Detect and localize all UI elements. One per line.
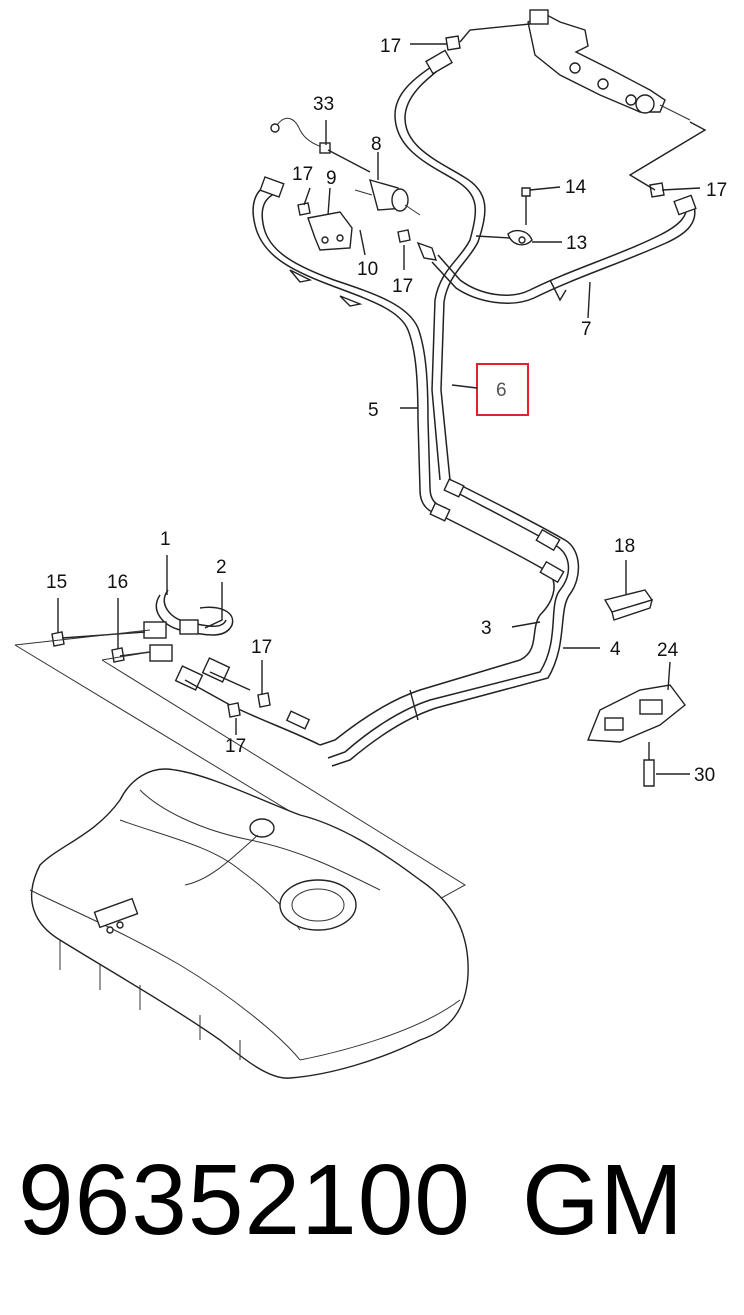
- callout-10: 10: [357, 259, 378, 280]
- callout-5: 5: [368, 400, 379, 421]
- callout-17-a: 17: [292, 164, 313, 185]
- sensor-33: [270, 117, 371, 173]
- callout-16: 16: [107, 572, 128, 593]
- callout-8: 8: [371, 134, 382, 155]
- callout-17-d: 17: [225, 736, 246, 757]
- callout-7: 7: [581, 319, 592, 340]
- pipe-5: [252, 176, 447, 516]
- callout-17-c: 17: [251, 637, 272, 658]
- clips-17-upper: [297, 182, 665, 261]
- assembly-outline: [14, 629, 466, 941]
- callout-14: 14: [565, 177, 587, 198]
- callout-17-top: 17: [380, 36, 401, 57]
- callout-4: 4: [610, 639, 621, 660]
- callout-9: 9: [326, 168, 337, 189]
- callout-6: 6: [496, 380, 507, 401]
- fuel-tank: [29, 768, 469, 1079]
- callout-17-right: 17: [706, 180, 727, 201]
- brand-label: GM: [522, 1144, 684, 1256]
- bolt-30: [643, 742, 690, 787]
- callout-18: 18: [614, 536, 635, 557]
- upper-leaders: [303, 120, 707, 319]
- callout-1: 1: [160, 529, 171, 550]
- connector-cluster: [51, 555, 321, 746]
- callout-2: 2: [216, 557, 227, 578]
- bracket-9: [307, 211, 353, 251]
- part-number-label: 96352100: [18, 1144, 471, 1256]
- clip-18: [603, 560, 654, 621]
- callout-33: 33: [313, 94, 334, 115]
- callout-15: 15: [46, 572, 67, 593]
- callout-30: 30: [694, 765, 715, 786]
- callout-24: 24: [657, 640, 679, 661]
- callout-17-b: 17: [392, 276, 413, 297]
- callout-3: 3: [481, 618, 492, 639]
- callout-6-highlight-box: [476, 363, 529, 416]
- bolt-14-clip-13: [507, 186, 561, 246]
- pipes-3-4: [319, 478, 600, 767]
- pipe-7: [431, 194, 697, 304]
- pipe-6: [394, 49, 486, 481]
- fuel-rail: [527, 9, 691, 121]
- fuel-filter-8: [354, 178, 421, 216]
- bracket-24: [586, 661, 686, 743]
- callout-13: 13: [566, 233, 587, 254]
- fuel-system-exploded-diagram: 17 33 8 17 9 14 17 13 10 17 7 6 5 1 18 2…: [14, 9, 727, 1079]
